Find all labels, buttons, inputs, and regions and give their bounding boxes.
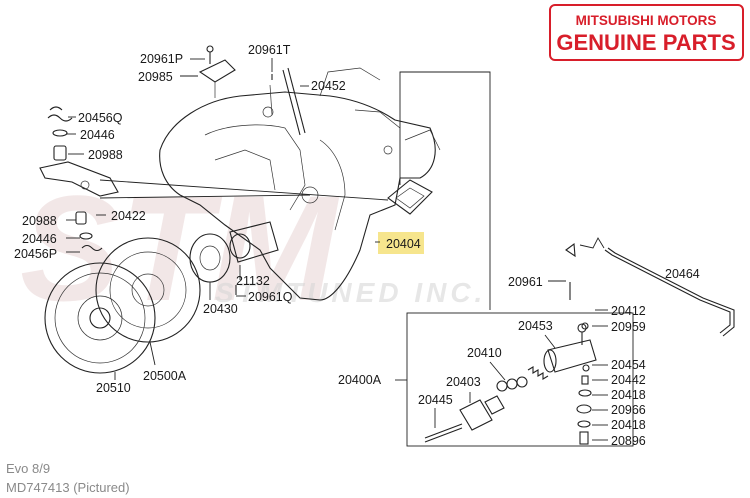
part-label: 20422 [111, 209, 146, 223]
part-labels: 20961P 20985 20961T 20452 20456Q 20446 2… [14, 43, 700, 448]
part-20404-boot [387, 179, 433, 215]
part-label: 20454 [611, 358, 646, 372]
part-label: 20403 [446, 375, 481, 389]
clutch-disc [44, 262, 156, 374]
pressure-plate [95, 237, 201, 343]
watermark-subtext: STMTUNED INC. [215, 277, 486, 308]
part-label: 20430 [203, 302, 238, 316]
part-label: 20418 [611, 418, 646, 432]
footer-part-number: MD747413 (Pictured) [6, 480, 130, 495]
part-label: 20959 [611, 320, 646, 334]
operating-cylinder [543, 323, 597, 373]
part-label: 20985 [138, 70, 173, 84]
part-label: 20896 [611, 434, 646, 448]
watermark: STM STMTUNED INC. [20, 164, 486, 332]
part-label: 20446 [22, 232, 57, 246]
part-label: 20961 [508, 275, 543, 289]
part-label: 20456Q [78, 111, 123, 125]
part-label: 20418 [611, 388, 646, 402]
badge-border [549, 4, 744, 61]
part-label: 20456P [14, 247, 57, 261]
part-label: 20988 [88, 148, 123, 162]
genuine-parts-badge: MITSUBISHI MOTORS GENUINE PARTS [549, 4, 744, 61]
badge-title: GENUINE PARTS [556, 30, 735, 55]
footer: Evo 8/9 MD747413 (Pictured) [6, 461, 130, 495]
part-label: 20464 [665, 267, 700, 281]
part-label: 20410 [467, 346, 502, 360]
part-label: 20400A [338, 373, 382, 387]
badge-brand: MITSUBISHI MOTORS [576, 13, 717, 28]
bearing-guide [229, 221, 279, 263]
highlight-box [378, 232, 424, 254]
part-label: 20453 [518, 319, 553, 333]
part-label: 20988 [22, 214, 57, 228]
part-label: 20446 [80, 128, 115, 142]
part-label: 20961P [140, 52, 183, 66]
part-label: 20500A [143, 369, 187, 383]
part-label: 20966 [611, 403, 646, 417]
part-label: 20442 [611, 373, 646, 387]
part-label: 20961Q [248, 290, 293, 304]
watermark-text: STM [20, 164, 340, 332]
part-label: 20452 [311, 79, 346, 93]
part-label: 20445 [418, 393, 453, 407]
release-fork [39, 161, 119, 197]
part-label: 20412 [611, 304, 646, 318]
drawing [39, 45, 735, 447]
footer-model: Evo 8/9 [6, 461, 50, 476]
part-label: 21132 [236, 274, 270, 288]
part-label: 20961T [248, 43, 291, 57]
transmission-case [159, 91, 436, 301]
part-label: 20510 [96, 381, 131, 395]
highlighted-part-label: 20404 [386, 237, 421, 251]
